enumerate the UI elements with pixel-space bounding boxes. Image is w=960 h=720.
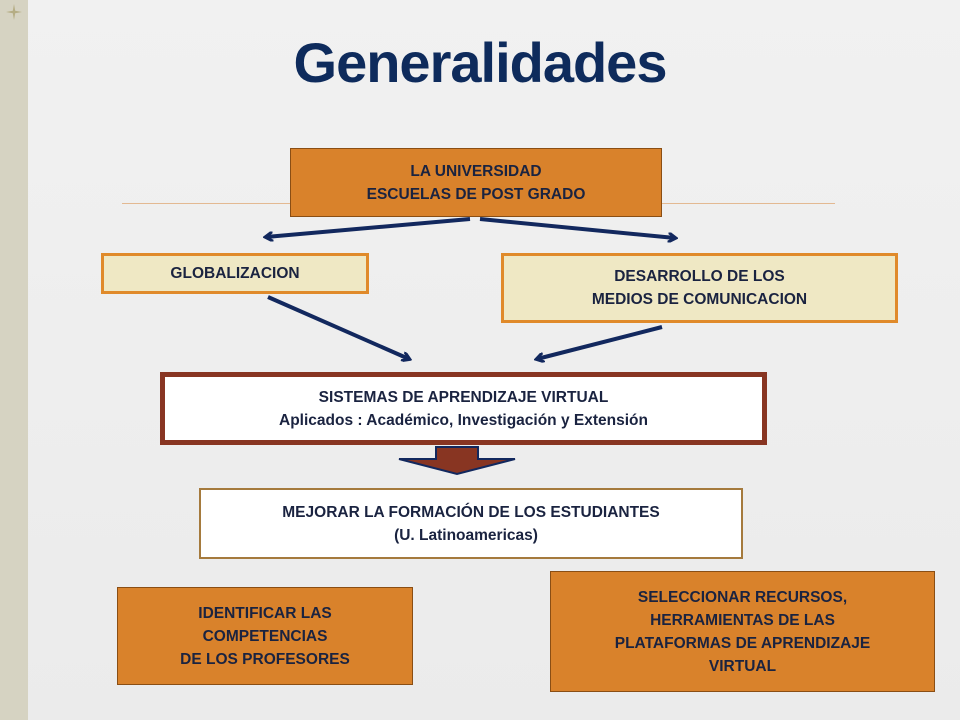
mejorar-line2: (U. Latinoamericas) [394,526,538,544]
side-band [0,0,28,720]
globalizacion-box: GLOBALIZACION [101,253,369,294]
seleccionar-line4: VIRTUAL [708,657,777,675]
identificar-line1: IDENTIFICAR LAS [198,604,332,622]
sistemas-line2: Aplicados : Académico, Investigación y E… [279,411,648,429]
arrow-globalizacion-to-sistemas [267,295,409,359]
desarrollo-line1: DESARROLLO DE LOS [614,268,785,285]
sistemas-line1: SISTEMAS DE APRENDIZAJE VIRTUAL [318,388,609,406]
block-arrow-down [398,446,516,476]
seleccionar-box: SELECCIONAR RECURSOS, HERRAMIENTAS DE LA… [550,571,935,692]
identificar-box: IDENTIFICAR LAS COMPETENCIAS DE LOS PROF… [117,587,413,685]
desarrollo-line2: MEDIOS DE COMUNICACION [591,291,808,308]
mejorar-line1: MEJORAR LA FORMACIÓN DE LOS ESTUDIANTES [282,503,660,521]
identificar-line3: DE LOS PROFESORES [180,650,350,668]
globalizacion-label: GLOBALIZACION [170,265,300,282]
seleccionar-line3: PLATAFORMAS DE APRENDIZAJE [614,634,871,652]
universidad-line2: ESCUELAS DE POST GRADO [366,185,586,203]
arrow-desarrollo-to-sistemas [537,325,663,359]
mejorar-box: MEJORAR LA FORMACIÓN DE LOS ESTUDIANTES … [199,488,743,559]
seleccionar-line2: HERRAMIENTAS DE LAS [650,611,835,629]
sparkle-icon [6,4,22,20]
page-title: Generalidades [293,31,668,94]
universidad-box: LA UNIVERSIDAD ESCUELAS DE POST GRADO [290,148,662,217]
arrow-to-desarrollo [479,217,675,238]
arrow-to-globalizacion [266,217,471,237]
universidad-line1: LA UNIVERSIDAD [410,162,542,180]
desarrollo-box: DESARROLLO DE LOS MEDIOS DE COMUNICACION [501,253,898,323]
sistemas-box: SISTEMAS DE APRENDIZAJE VIRTUAL Aplicado… [160,372,767,445]
identificar-line2: COMPETENCIAS [202,627,328,645]
seleccionar-line1: SELECCIONAR RECURSOS, [637,588,848,606]
